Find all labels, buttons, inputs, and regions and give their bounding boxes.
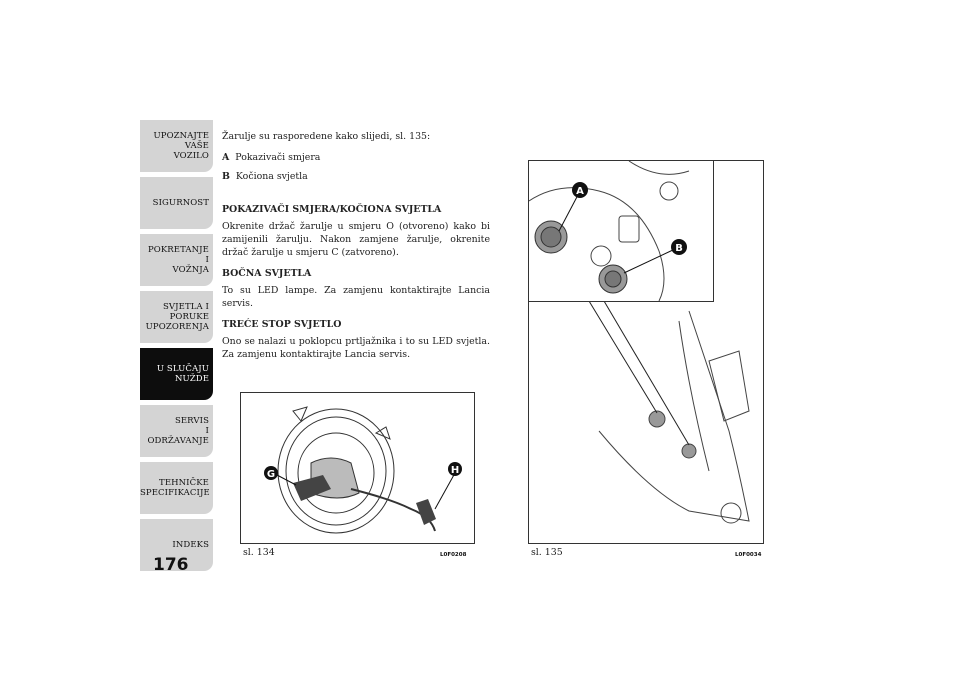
chapter-sidebar: UPOZNAJTE VAŠE VOZILO SIGURNOST POKRETAN… [140,120,213,576]
page-number: 176 [153,555,189,575]
intro-text: Žarulje su rasporedene kako slijedi, sl.… [222,131,431,142]
heading-trece-stop: TREĆE STOP SVJETLO [222,319,342,330]
label-b: B [675,243,683,254]
heading-bocna-svjetla: BOČNA SVJETLA [222,268,312,279]
tab-svjetla-i-poruke[interactable]: SVJETLA I PORUKE UPOZORENJA [140,291,213,343]
heading-pokazivaci: POKAZIVAČI SMJERA/KOČIONA SVJETLA [222,204,442,215]
caption-134: sl. 134 [243,547,275,558]
list-item-b: B Kočiona svjetla [222,171,308,182]
tab-pokretanje-i-voznja[interactable]: POKRETANJE I VOŽNJA [140,234,213,286]
tab-servis-i-odrzavanje[interactable]: SERVIS I ODRŽAVANJE [140,405,213,457]
list-item-a: A Pokazivači smjera [222,152,321,163]
bulb-holder-illustration: G H [264,406,462,534]
tab-indeks[interactable]: INDEKS [140,519,213,571]
inset-detail: A B [528,160,714,302]
label-a: A [576,186,584,197]
figure-code-135: L0F0034 [735,552,762,558]
label-a-marker [572,182,588,198]
text-column: Žarulje su rasporedene kako slijedi, sl.… [222,130,490,369]
label-h-marker [448,462,462,476]
tab-upoznajte-vase-vozilo[interactable]: UPOZNAJTE VAŠE VOZILO [140,120,213,172]
paragraph-pokazivaci: Okrenite držač žarulje u smjeru O (otvor… [222,221,490,258]
label-h: H [451,465,459,476]
figure-code-134: L0F0208 [440,552,467,558]
caption-135: sl. 135 [531,547,563,558]
label-g-marker [264,466,278,480]
label-g: G [267,469,275,480]
figure-134-bulb-holder: G H [240,392,475,544]
tail-light-illustration [588,300,750,524]
paragraph-bocna-svjetla: To su LED lampe. Za zamjenu kontaktirajt… [222,285,490,309]
tab-u-slucaju-nuzde[interactable]: U SLUČAJU NUŽDE [140,348,213,400]
tab-tehnicke-specifikacije[interactable]: TEHNIČKE SPECIFIKACIJE [140,462,213,514]
tab-sigurnost[interactable]: SIGURNOST [140,177,213,229]
inset-illustration: A B [528,160,690,302]
label-b-marker [671,239,687,255]
paragraph-trece-stop: Ono se nalazi u poklopcu prtljažnika i t… [222,336,490,360]
